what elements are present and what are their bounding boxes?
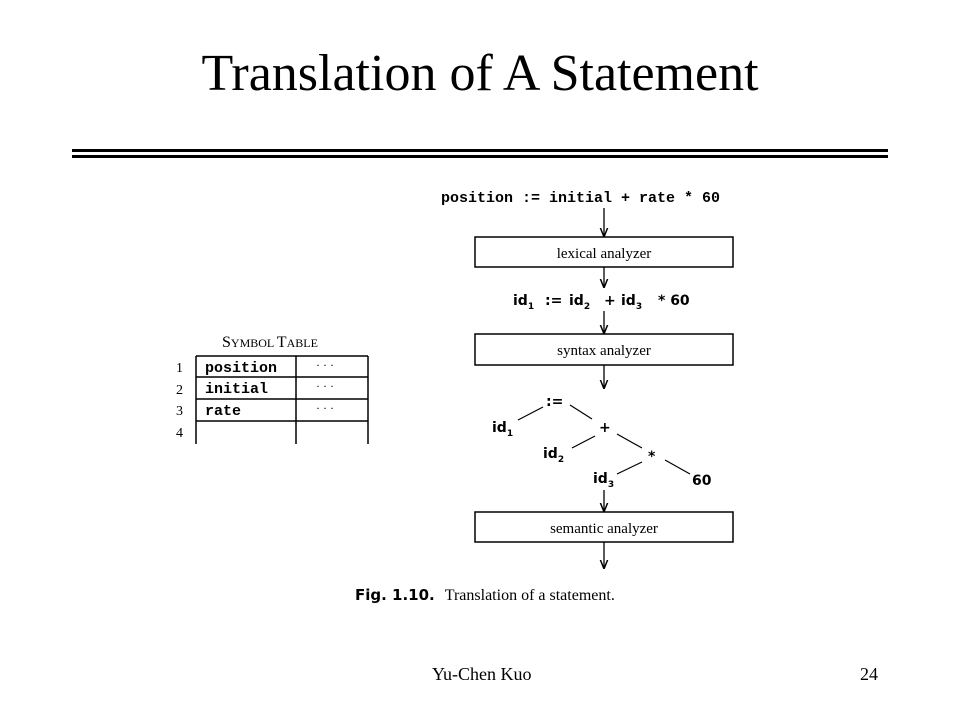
- footer-author: Yu-Chen Kuo: [432, 664, 532, 684]
- tree-const-60: 60: [692, 473, 712, 489]
- tree-times: *: [648, 449, 656, 465]
- token-assign: :=: [545, 293, 562, 309]
- token-id2: id2: [569, 293, 590, 312]
- tree-edge-times-id3: [616, 461, 643, 475]
- table-row: 1 position · · ·: [176, 358, 334, 377]
- row-index: 1: [176, 361, 183, 376]
- title-rule-top: [72, 149, 888, 152]
- syntax-analyzer-box: [474, 333, 734, 366]
- page-number: 24: [860, 664, 878, 684]
- tree-id2: id2: [543, 446, 564, 465]
- row-name: rate: [205, 403, 241, 420]
- tree-root-assign: :=: [546, 394, 563, 410]
- token-plus: +: [604, 293, 616, 309]
- syntax-tree: := id1 + id2 * id3 60: [492, 394, 712, 490]
- symbol-table: SYMBOL TABLE 1 position · · · 2 initial …: [176, 334, 369, 444]
- semantic-analyzer-label: semantic analyzer: [550, 521, 658, 537]
- token-times-const: * 60: [658, 293, 690, 309]
- table-row: 4: [176, 426, 183, 441]
- tree-edge-plus-id2: [571, 435, 596, 449]
- tree-id3: id3: [593, 471, 614, 490]
- row-name: initial: [205, 381, 268, 398]
- token-stream: id1 := id2 + id3 * 60: [513, 293, 690, 312]
- caption-label: Fig. 1.10.: [355, 586, 435, 604]
- lexical-analyzer-label: lexical analyzer: [557, 246, 652, 262]
- row-index: 4: [176, 426, 183, 441]
- row-attrs: · · ·: [316, 379, 334, 393]
- row-index: 3: [176, 404, 183, 419]
- title-rule-bottom: [72, 155, 888, 158]
- row-name: position: [205, 360, 277, 377]
- source-statement: position := initial + rate * 60: [441, 190, 720, 207]
- caption-text: Translation of a statement.: [445, 587, 615, 604]
- token-id1: id1: [513, 293, 534, 312]
- tree-edge-plus-times: [616, 433, 643, 449]
- table-row: 3 rate · · ·: [176, 401, 334, 420]
- row-attrs: · · ·: [316, 358, 334, 372]
- symbol-table-title: SYMBOL TABLE: [222, 334, 318, 351]
- syntax-analyzer-label: syntax analyzer: [557, 343, 651, 359]
- table-row: 2 initial · · ·: [176, 379, 334, 398]
- tree-id1: id1: [492, 420, 513, 439]
- row-index: 2: [176, 383, 183, 398]
- lexical-analyzer-box: [474, 236, 734, 268]
- tree-edge-root-plus: [569, 404, 593, 420]
- tree-edge-times-60: [664, 459, 691, 475]
- row-attrs: · · ·: [316, 401, 334, 415]
- token-id3: id3: [621, 293, 642, 312]
- figure-caption: Fig. 1.10. Translation of a statement.: [355, 586, 615, 604]
- tree-edge-root-id1: [517, 406, 544, 421]
- slide-title: Translation of A Statement: [201, 45, 759, 102]
- tree-plus: +: [599, 420, 611, 436]
